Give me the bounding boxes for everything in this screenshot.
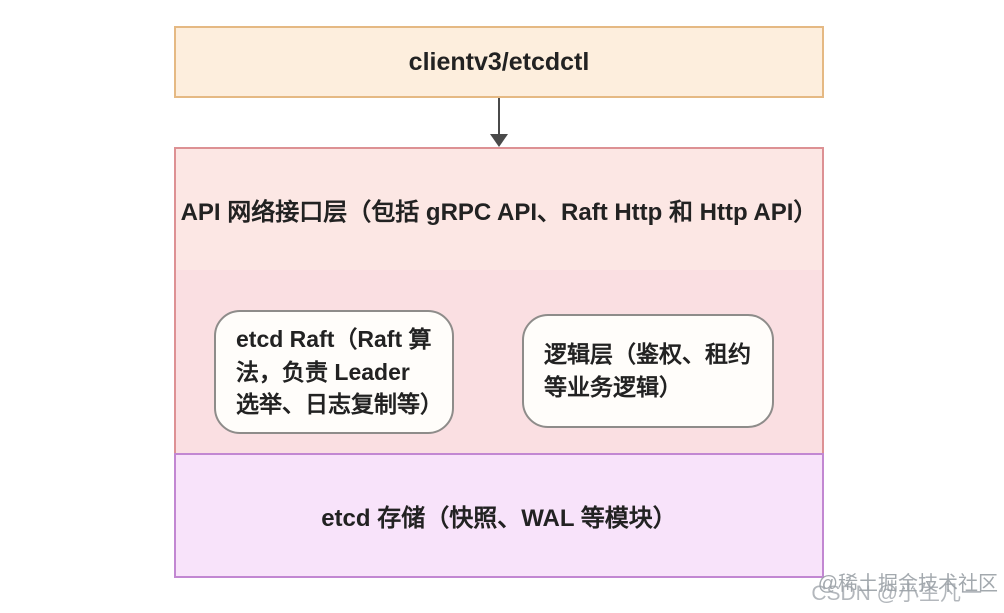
watermark-author-text: CSDN @小生凡一: [811, 582, 982, 605]
raft-node: etcd Raft（Raft 算法，负责 Leader 选举、日志复制等）: [214, 310, 454, 434]
storage-layer-box: etcd 存储（快照、WAL 等模块）: [174, 453, 824, 578]
watermark-community-text: @稀土掘金技术社区: [817, 573, 998, 595]
logic-node-label: 逻辑层（鉴权、租约等业务逻辑）: [544, 341, 751, 400]
logic-node: 逻辑层（鉴权、租约等业务逻辑）: [522, 314, 774, 428]
storage-layer-label: etcd 存储（快照、WAL 等模块）: [321, 505, 677, 532]
api-layer-label: API 网络接口层（包括 gRPC API、Raft Http 和 Http A…: [180, 199, 818, 226]
client-layer-box: clientv3/etcdctl: [174, 26, 824, 98]
down-arrow-icon: [490, 134, 508, 147]
client-layer-label: clientv3/etcdctl: [408, 47, 590, 76]
api-layer-box: API 网络接口层（包括 gRPC API、Raft Http 和 Http A…: [174, 147, 824, 272]
middle-layer-box: etcd Raft（Raft 算法，负责 Leader 选举、日志复制等） 逻辑…: [174, 270, 824, 455]
raft-node-label: etcd Raft（Raft 算法，负责 Leader 选举、日志复制等）: [236, 326, 443, 418]
down-arrow-line: [498, 98, 500, 135]
